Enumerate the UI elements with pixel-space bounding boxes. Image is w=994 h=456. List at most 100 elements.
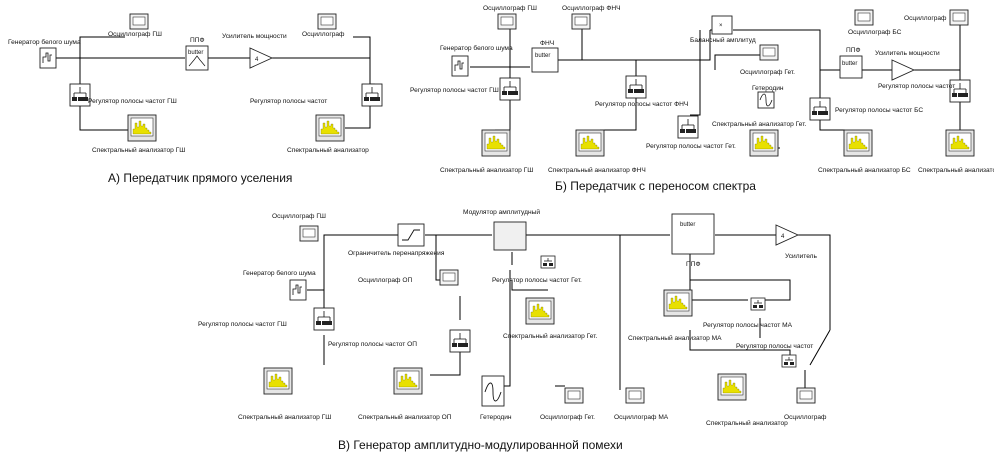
spec-het-b-icon[interactable]	[749, 129, 779, 157]
amp-c-icon[interactable]	[775, 224, 799, 246]
osc-het-c-icon[interactable]	[564, 387, 584, 404]
spec-out-b-icon[interactable]	[945, 129, 975, 157]
reg-noise-icon[interactable]	[69, 83, 91, 107]
osc-ma-icon[interactable]	[625, 387, 645, 404]
ppf-c-butter: butter	[680, 222, 695, 228]
spec-het-c-icon[interactable]	[525, 297, 555, 325]
reg-out-c-icon[interactable]	[781, 354, 797, 368]
reg-op-label: Регулятор полосы частот ОП	[328, 341, 417, 348]
reg-lpf-b-label: Регулятор полосы частот ФНЧ	[595, 101, 688, 108]
bpf-butter-label: butter	[188, 50, 203, 56]
ppf-c-block[interactable]	[671, 213, 715, 255]
osc-bs-label: Осциллограф БС	[848, 29, 902, 36]
noise-generator-label: Генератор белого шума	[8, 38, 81, 46]
reg-bs-label: Регулятор полосы частот БС	[835, 107, 923, 114]
osc-ma-label: Осциллограф МА	[614, 414, 669, 421]
reg-ma-icon[interactable]	[750, 297, 766, 311]
spec-op-label: Спектральный анализатор ОП	[358, 413, 452, 421]
osc-noise-c-label: Осциллограф ГШ	[272, 213, 326, 220]
osc-lpf-b-icon[interactable]	[571, 13, 591, 30]
modulator-c-label: Модулятор амплитудный	[463, 208, 540, 216]
spec-noise-b-label: Спектральный анализатор ГШ	[440, 166, 533, 174]
svg-text:×: ×	[719, 23, 723, 29]
reg-lpf-b-icon[interactable]	[625, 75, 647, 99]
ppf-b-block[interactable]	[839, 55, 863, 79]
ppf-b-label: ППФ	[846, 47, 861, 54]
ppf-b-butter: butter	[842, 61, 857, 67]
spec-bs-icon[interactable]	[843, 129, 873, 157]
osc-lpf-b-label: Осциллограф ФНЧ	[562, 5, 621, 12]
lpf-b-butter: butter	[535, 53, 550, 59]
noise-gen-b-icon[interactable]	[451, 55, 469, 77]
osc-op-label: Осциллограф ОП	[358, 277, 412, 284]
spec-bs-label: Спектральный анализатор БС	[818, 166, 911, 174]
reg-noise-b-label: Регулятор полосы частот ГШ	[410, 87, 499, 94]
noise-generator-icon[interactable]	[39, 47, 57, 69]
caption-a: А) Передатчик прямого уселения	[108, 171, 292, 185]
spec-op-icon[interactable]	[393, 367, 423, 395]
osc-bs-icon[interactable]	[854, 9, 874, 26]
limiter-c-label: Ограничитель перенапряжения	[348, 250, 445, 257]
osc-out-b-icon[interactable]	[949, 9, 969, 26]
spec-out-b-label: Спектральный анализатор	[918, 166, 994, 174]
reg-icon[interactable]	[361, 83, 383, 107]
heterodyne-c-label: Гетеродин	[480, 414, 512, 421]
lpf-b-label: ФНЧ	[540, 40, 554, 47]
lpf-b-block[interactable]	[531, 47, 559, 73]
bpf-block[interactable]	[185, 45, 209, 71]
reg-noise-c-label: Регулятор полосы частот ГШ	[198, 321, 287, 328]
noise-gen-c-icon[interactable]	[289, 279, 307, 301]
spec-ma-label: Спектральный анализатор МА	[628, 334, 722, 342]
spec-lpf-b-label: Спектральный анализатор ФНЧ	[548, 166, 646, 174]
reg-het-c-icon[interactable]	[540, 255, 556, 269]
amp-c-gain: 4	[781, 234, 785, 240]
spec-noise-c-icon[interactable]	[263, 367, 293, 395]
spec-out-c-label: Спектральный анализатор	[706, 419, 788, 427]
diagram-c: Осциллограф ГШ Модулятор амплитудный Огр…	[198, 208, 831, 427]
heterodyne-b-label: Гетеродин	[752, 85, 784, 92]
oscilloscope-icon[interactable]	[317, 13, 337, 30]
diagram-b: Осциллограф ГШ Осциллограф ФНЧ Генератор…	[410, 5, 994, 174]
osc-noise-c-icon[interactable]	[299, 225, 319, 242]
diagram-a: Генератор белого шума Осциллограф ГШ but…	[8, 13, 383, 154]
noise-gen-c-label: Генератор белого шума	[243, 269, 316, 277]
reg-op-icon[interactable]	[449, 329, 471, 353]
spec-het-b-label: Спектральный анализатор Гет.	[712, 120, 807, 128]
spec-noise-icon[interactable]	[127, 114, 157, 142]
osc-out-c-label: Осциллограф	[784, 414, 827, 421]
reg-bs-icon[interactable]	[809, 97, 831, 121]
reg-noise-label: Регулятор полосы частот ГШ	[88, 98, 177, 105]
spec-noise-b-icon[interactable]	[481, 129, 511, 157]
spec-het-c-label: Спектральный анализатор Гет.	[503, 332, 598, 340]
osc-op-icon[interactable]	[439, 269, 459, 286]
osc-het-b-label: Осциллограф Гет.	[740, 69, 795, 76]
oscilloscope-noise-icon[interactable]	[129, 13, 149, 30]
spec-icon[interactable]	[315, 114, 345, 142]
bpf-label: ППФ	[190, 37, 205, 44]
noise-gen-b-label: Генератор белого шума	[440, 44, 513, 52]
power-amp-b-icon[interactable]	[891, 59, 915, 81]
modulator-c-block[interactable]	[493, 221, 527, 251]
spec-lpf-b-icon[interactable]	[575, 129, 605, 157]
oscilloscope-label: Осциллограф	[302, 31, 345, 38]
spec-ma-icon[interactable]	[663, 289, 693, 317]
reg-het-b-label: Регулятор полосы частот Гет.	[646, 143, 736, 150]
spec-label: Спектральный анализатор	[287, 146, 369, 154]
reg-het-c-label: Регулятор полосы частот Гет.	[492, 277, 582, 284]
osc-het-b-icon[interactable]	[759, 44, 779, 61]
osc-noise-b-icon[interactable]	[497, 13, 517, 30]
osc-out-c-icon[interactable]	[796, 387, 816, 404]
reg-noise-c-icon[interactable]	[313, 307, 335, 331]
spec-noise-label: Спектральный анализатор ГШ	[92, 146, 185, 154]
power-amp-label: Усилитель мощности	[222, 33, 287, 40]
spec-out-c-icon[interactable]	[717, 373, 747, 401]
reg-out-c-label: Регулятор полосы частот	[736, 343, 813, 350]
reg-noise-b-icon[interactable]	[499, 77, 521, 101]
balanced-amp-block[interactable]	[711, 15, 733, 35]
oscilloscope-noise-label: Осциллограф ГШ	[108, 31, 162, 38]
reg-het-b-icon[interactable]	[677, 115, 699, 139]
power-amp-gain: 4	[255, 57, 259, 63]
osc-out-b-label: Осциллограф	[904, 15, 947, 22]
amp-c-label: Усилитель	[785, 253, 817, 260]
power-amp-icon[interactable]	[249, 47, 273, 69]
